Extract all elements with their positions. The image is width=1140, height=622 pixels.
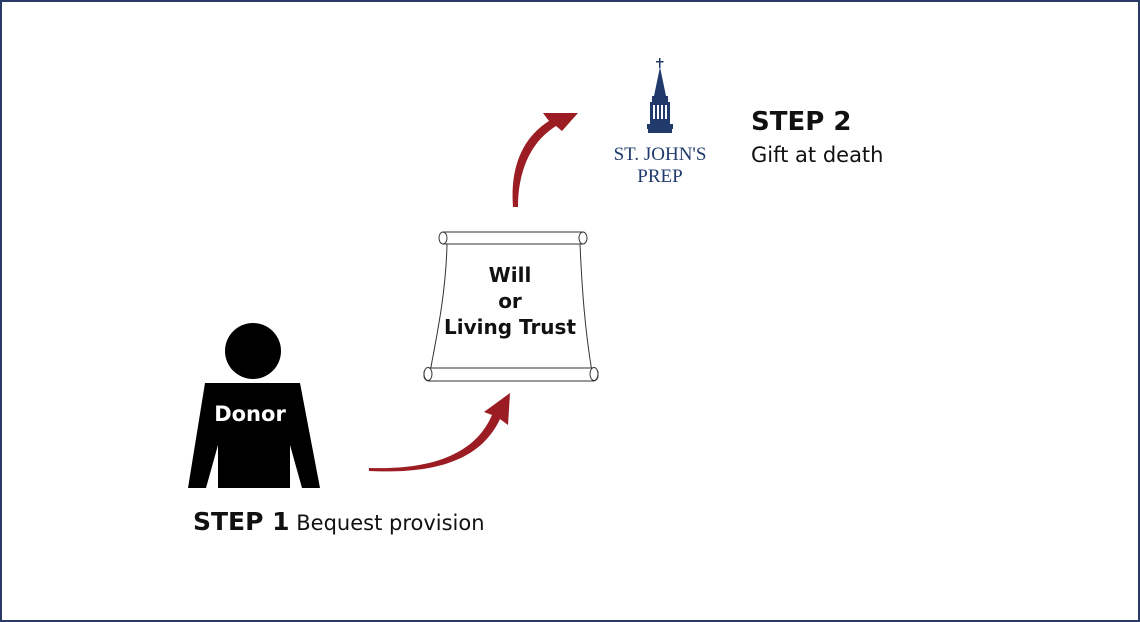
step2-description: Gift at death — [751, 143, 884, 167]
donor-label: Donor — [214, 402, 286, 426]
step1-caption: STEP 1 Bequest provision — [193, 507, 485, 536]
spire-logo-icon — [647, 58, 673, 133]
document-label-line1: Will — [488, 263, 532, 287]
document-label-line3: Living Trust — [443, 315, 577, 339]
document-label-line2: or — [498, 289, 522, 313]
arrow-donor-to-document — [369, 393, 510, 472]
step1-description: Bequest provision — [296, 511, 485, 535]
donor-figure-icon — [188, 323, 320, 488]
arrow-document-to-logo — [512, 113, 578, 207]
logo-wordmark: ST. JOHN'S PREP — [613, 144, 707, 187]
scroll-document-icon — [423, 231, 599, 382]
document-label: Will or Living Trust — [430, 262, 590, 340]
step2-heading: STEP 2 — [751, 107, 852, 137]
step1-heading: STEP 1 — [193, 507, 290, 536]
